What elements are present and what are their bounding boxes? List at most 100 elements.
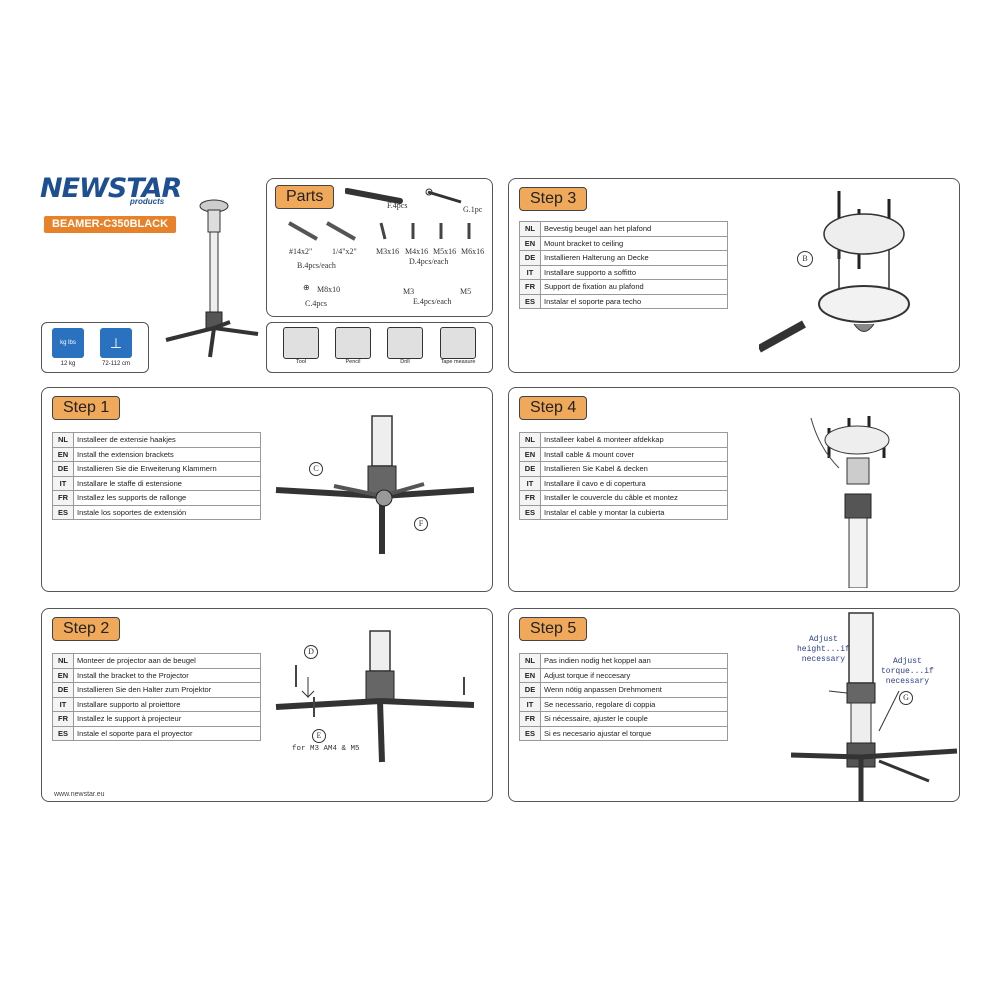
step-4-illustration — [810, 416, 890, 588]
step-4-title: Step 4 — [519, 396, 588, 420]
brand-logo: NEWSTAR products — [40, 173, 190, 206]
callout-c: C — [309, 462, 323, 476]
callout-d: D — [304, 645, 318, 659]
weight-value: 12 kg — [60, 361, 76, 367]
wrench-icon — [425, 188, 462, 204]
part-d-size-3: M5x16 — [433, 247, 457, 256]
step-2-title: Step 2 — [52, 617, 121, 641]
step-1-title: Step 1 — [52, 396, 121, 420]
part-c-size: M8x10 — [317, 285, 341, 294]
callout-b: B — [797, 251, 813, 267]
note-adjust-height: Adjust height...if necessary — [797, 635, 850, 664]
step-5-illustration — [790, 612, 958, 801]
step-1-illustration — [275, 415, 474, 554]
website-url[interactable]: www.newstar.eu — [54, 791, 105, 798]
part-d-size-2: M4x16 — [405, 247, 429, 256]
tools-panel: Tool Pencil Drill Tape measure — [266, 322, 493, 373]
pencil-icon — [335, 327, 371, 359]
part-d-label: D.4pcs/each — [409, 257, 449, 266]
parts-title: Parts — [275, 185, 335, 209]
tool-screwdriver: Tool — [281, 327, 321, 365]
step-5-title: Step 5 — [519, 617, 588, 641]
step-2-note: for M3 AM4 & M5 — [292, 745, 360, 753]
part-b-size-1: #14x2" — [289, 247, 313, 256]
screw-set-icon — [379, 222, 471, 240]
logo-subtext: products — [130, 197, 165, 206]
tool-tape-measure: Tape measure — [435, 327, 481, 365]
part-f-label: F.4pcs — [387, 201, 408, 210]
parts-panel: Parts F.4pcs G.1pc #14x2" 1/4"x2" B.4pcs… — [266, 178, 493, 317]
step-2-illustration — [275, 630, 474, 763]
callout-g: G — [899, 691, 913, 705]
part-e-label: E.4pcs/each — [413, 297, 452, 306]
screwdriver-icon — [283, 327, 319, 359]
note-adjust-torque: Adjust torque...if necessary — [881, 657, 934, 686]
part-b-size-2: 1/4"x2" — [332, 247, 357, 256]
drill-icon — [387, 327, 423, 359]
part-c-icon: ⊕ — [303, 283, 310, 292]
tool-pencil: Pencil — [333, 327, 373, 365]
step-3-illustration — [759, 191, 910, 353]
logo-text: NEWSTAR — [40, 173, 182, 204]
step-3-title: Step 3 — [519, 187, 588, 211]
part-e-size-2: M5 — [460, 287, 472, 296]
tape-measure-icon — [440, 327, 476, 359]
part-e-size-1: M3 — [403, 287, 415, 296]
height-icon: ⊥ — [100, 328, 132, 358]
tool-drill: Drill — [385, 327, 425, 365]
callout-e: E — [312, 729, 326, 743]
product-illustration — [165, 199, 259, 358]
lag-bolt-icon — [288, 221, 356, 241]
specs-box: kg lbs ⊥ 12 kg 72-112 cm — [41, 322, 149, 373]
weight-icon: kg lbs — [52, 328, 84, 358]
part-d-size-1: M3x16 — [376, 247, 400, 256]
part-c-label: C.4pcs — [305, 299, 327, 308]
height-value: 72-112 cm — [102, 361, 130, 367]
part-g-label: G.1pc — [463, 205, 483, 214]
part-b-label: B.4pcs/each — [297, 261, 336, 270]
extension-bracket-icon — [345, 188, 403, 204]
model-badge: BEAMER-C350BLACK — [44, 216, 176, 233]
callout-f: F — [414, 517, 428, 531]
